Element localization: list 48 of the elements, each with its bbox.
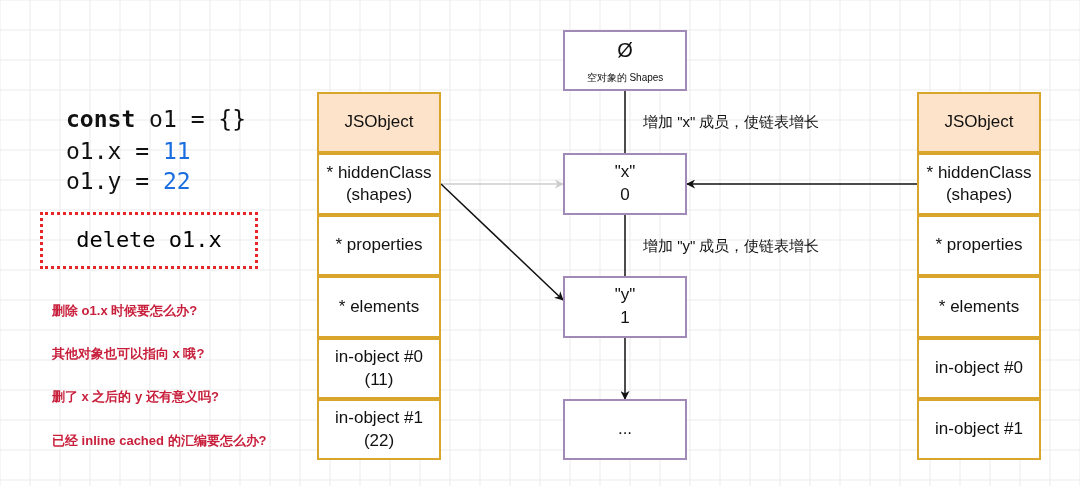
table-row [917, 215, 1041, 276]
table-row [317, 276, 441, 338]
node-text: in-object #1 [935, 418, 1023, 441]
empty-set-symbol: Ø [617, 38, 633, 63]
code-line: const o1 = {} [66, 106, 247, 132]
shape-box [563, 276, 687, 338]
node-text: * elements [338, 295, 420, 318]
table-row [917, 338, 1041, 399]
node-text: JSObject [944, 111, 1014, 134]
table-row [917, 153, 1041, 215]
edge-label: 增加 "y" 成员，使链表增长 [643, 236, 820, 256]
table-row [317, 153, 441, 215]
shape-box [563, 399, 687, 460]
node-text: * properties [335, 234, 423, 257]
table-row [317, 215, 441, 276]
code-line: o1.y = 22 [66, 168, 191, 194]
node-text: * hiddenClass (shapes) [925, 161, 1033, 206]
table-row [917, 276, 1041, 338]
code-line: o1.x = 11 [66, 138, 191, 164]
table-header [317, 92, 441, 153]
table-row [317, 399, 441, 460]
arrow [620, 337, 630, 400]
arrow [440, 179, 564, 189]
question-text: 删除 o1.x 时候要怎么办? [52, 302, 198, 320]
node-text: * hiddenClass (shapes) [325, 161, 433, 206]
node-text: * properties [935, 234, 1023, 257]
question-text: 删了 x 之后的 y 还有意义吗? [52, 388, 219, 406]
node-text: in-object #0 (11) [334, 346, 424, 391]
node-text: in-object #1 (22) [334, 407, 424, 452]
dotted-highlight-box [40, 212, 258, 269]
table-header [917, 92, 1041, 153]
node-text: "y" 1 [613, 284, 637, 329]
node-text: delete o1.x [76, 226, 222, 255]
table-row [317, 338, 441, 399]
node-text: in-object #0 [935, 357, 1023, 380]
question-text: 已经 inline cached 的汇编要怎么办? [52, 432, 267, 450]
caption-text: 空对象的 Shapes [586, 71, 664, 84]
edge-label: 增加 "x" 成员，使链表增长 [643, 113, 820, 132]
node-text: JSObject [344, 111, 414, 134]
shape-box [563, 153, 687, 215]
arrow [686, 179, 918, 189]
arrow [440, 183, 564, 301]
shape-box [563, 30, 687, 91]
node-text: * elements [938, 295, 1020, 318]
node-text: ... [617, 418, 633, 441]
table-row [917, 399, 1041, 460]
node-text: "x" 0 [613, 161, 637, 206]
question-text: 其他对象也可以指向 x 哦? [52, 345, 205, 363]
